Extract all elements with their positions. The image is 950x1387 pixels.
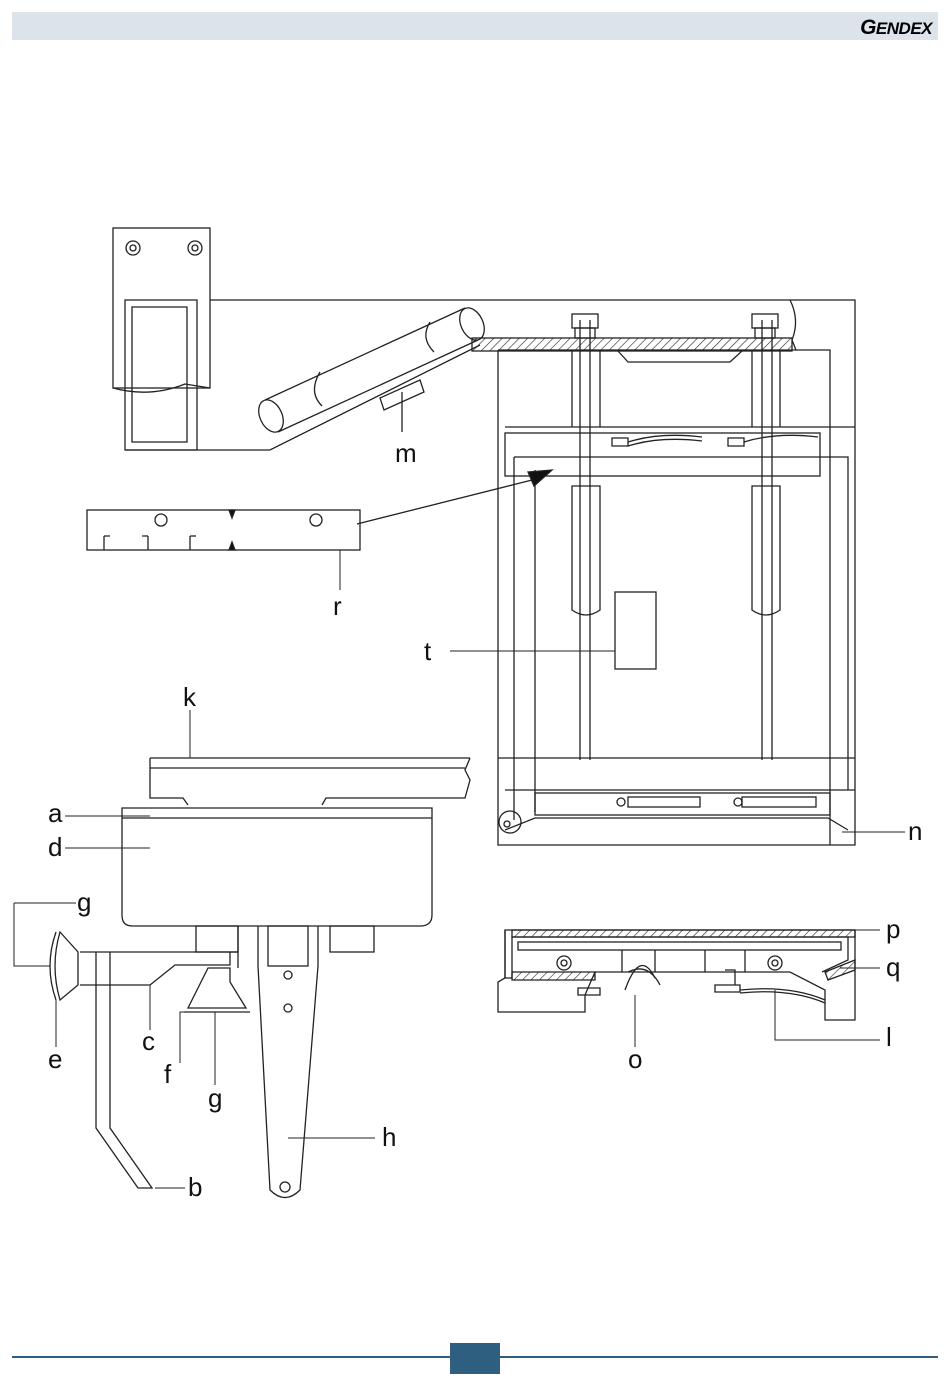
rod <box>254 304 489 436</box>
label-m: m <box>395 438 417 468</box>
holder-section-view <box>498 930 855 1020</box>
label-c: c <box>142 1026 155 1056</box>
label-a: a <box>48 798 63 828</box>
label-o: o <box>628 1044 642 1074</box>
positioner-side-view <box>50 758 470 1198</box>
label-b: b <box>188 1172 202 1202</box>
label-d: d <box>48 832 62 862</box>
page-number-tab <box>450 1343 500 1374</box>
label-k: k <box>183 682 197 712</box>
positioning-bar <box>87 510 360 550</box>
label-n: n <box>908 816 922 846</box>
label-g1: g <box>77 887 91 917</box>
label-f: f <box>164 1059 172 1089</box>
label-h: h <box>382 1122 396 1152</box>
arrow-r-to-holder <box>357 470 552 524</box>
label-e: e <box>48 1044 62 1074</box>
holder-front-view <box>472 300 855 845</box>
label-p: p <box>886 914 900 944</box>
label-l: l <box>886 1022 892 1052</box>
label-g2: g <box>208 1083 222 1113</box>
part-labels: m r t k a d n g p q c e l o f g h b <box>48 438 922 1202</box>
label-q: q <box>886 952 900 982</box>
label-t: t <box>424 636 432 666</box>
label-r: r <box>333 591 342 621</box>
